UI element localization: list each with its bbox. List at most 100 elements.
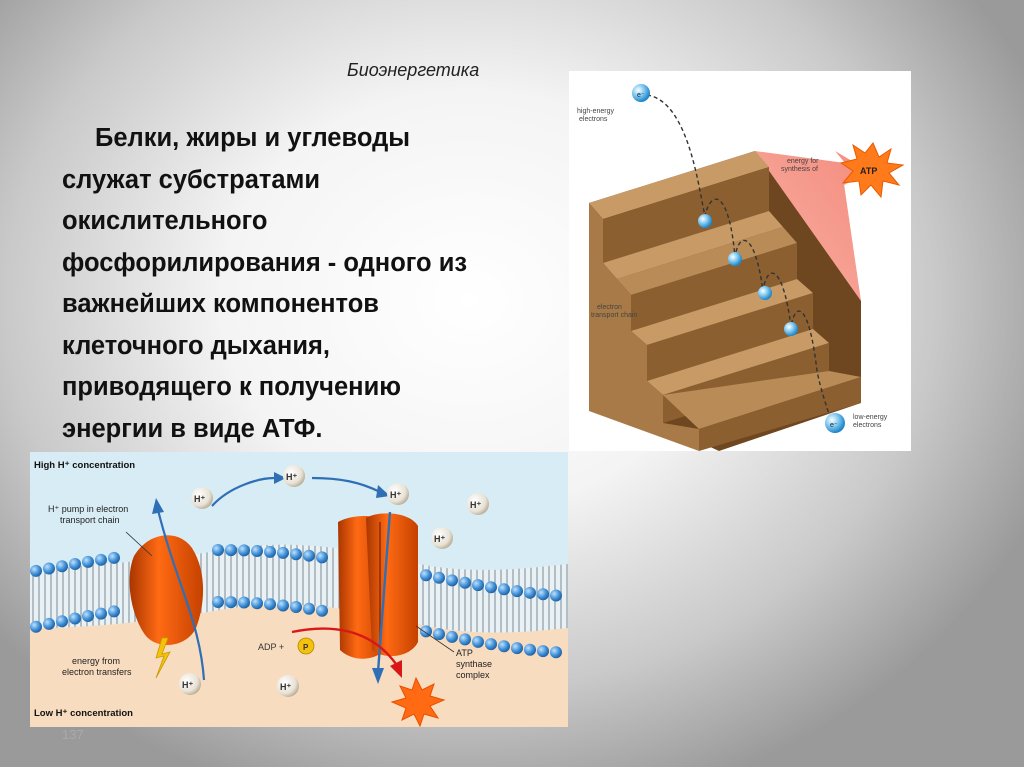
phospholipid-head bbox=[264, 545, 276, 558]
phospholipid-head bbox=[485, 581, 497, 594]
phospholipid-head bbox=[485, 638, 497, 651]
adp-to-atp-arrow bbox=[291, 627, 397, 665]
svg-text:H⁺: H⁺ bbox=[390, 490, 401, 500]
svg-text:e⁻: e⁻ bbox=[830, 422, 838, 429]
phospholipid-head bbox=[69, 612, 81, 625]
synthase-leader-line bbox=[415, 625, 455, 653]
svg-text:H⁺: H⁺ bbox=[470, 500, 481, 510]
h-ion: H⁺ bbox=[277, 675, 299, 697]
staircase bbox=[589, 151, 861, 451]
high-energy-label: high-energy electrons bbox=[577, 108, 616, 123]
phospholipid-head bbox=[511, 585, 523, 598]
phospholipid-head bbox=[459, 576, 471, 589]
body-line: клеточного дыхания, bbox=[62, 331, 330, 360]
electron-staircase-figure: e⁻ e⁻ ATP high-energy electrons energy f… bbox=[569, 71, 911, 451]
body-line: важнейших компонентов bbox=[62, 290, 379, 318]
phospholipid-head bbox=[316, 551, 328, 564]
electron-transport-chain-label: electron transport chain bbox=[591, 304, 637, 319]
lightning-icon bbox=[155, 637, 171, 679]
phospholipid-head bbox=[238, 544, 250, 557]
electron-icon bbox=[728, 252, 742, 266]
atp-synthase-label: ATP synthase complex bbox=[456, 648, 495, 680]
phospholipid-head bbox=[290, 548, 302, 561]
h-ion: H⁺ bbox=[467, 493, 489, 515]
adp-label: ADP + bbox=[258, 642, 284, 652]
electron-icon bbox=[784, 322, 798, 336]
phospholipid-head bbox=[95, 607, 107, 620]
phospholipid-head bbox=[537, 588, 549, 601]
atp-burst-icon bbox=[839, 142, 905, 199]
phospholipid-head bbox=[212, 544, 224, 557]
svg-text:P: P bbox=[303, 643, 309, 652]
body-line: Белки, жиры и углеводы bbox=[95, 124, 411, 152]
h-ion: H⁺ bbox=[283, 465, 305, 487]
phospholipid-head bbox=[446, 574, 458, 587]
phospholipid-head bbox=[69, 558, 81, 571]
low-concentration-label: Low H⁺ concentration bbox=[34, 708, 133, 719]
phosphate-icon bbox=[297, 637, 315, 655]
phospholipid-head bbox=[251, 597, 263, 610]
body-line: приводящего к получению bbox=[62, 373, 402, 401]
phospholipid-head bbox=[43, 562, 55, 575]
high-concentration-label: High H⁺ concentration bbox=[34, 460, 135, 471]
phospholipid-head bbox=[277, 546, 289, 559]
slide-body-text: Белки, жиры и углеводы служат субстратам… bbox=[62, 118, 552, 450]
phospholipid-head bbox=[212, 596, 224, 609]
svg-text:H⁺: H⁺ bbox=[194, 494, 205, 504]
phospholipid-head bbox=[498, 583, 510, 596]
phospholipid-head bbox=[95, 553, 107, 566]
phospholipid-head bbox=[537, 645, 549, 658]
phospholipid-head bbox=[446, 630, 458, 643]
body-line: служат субстратами bbox=[62, 165, 321, 194]
phospholipid-head bbox=[550, 589, 562, 602]
high-energy-electron-icon bbox=[632, 84, 650, 102]
membrane-svg: H⁺ H⁺ H⁺ H⁺ H⁺ H⁺ bbox=[30, 452, 568, 728]
atp-synthase-right bbox=[366, 513, 418, 657]
phospholipid-head bbox=[43, 617, 55, 630]
proton-pump-protein bbox=[129, 535, 204, 646]
h-flow-arrow bbox=[311, 476, 381, 493]
h-ion: H⁺ bbox=[387, 483, 409, 505]
h-ion: H⁺ bbox=[431, 527, 453, 549]
phospholipid-head bbox=[82, 610, 94, 623]
svg-text:H⁺: H⁺ bbox=[286, 472, 297, 482]
h-pump-arrow bbox=[156, 509, 206, 681]
phospholipid-head bbox=[498, 640, 510, 653]
h-ion: H⁺ bbox=[179, 673, 201, 695]
body-line: окислительного bbox=[62, 207, 268, 235]
phospholipid-head bbox=[108, 605, 120, 618]
h-flow-arrow bbox=[211, 476, 275, 507]
low-energy-electron-icon bbox=[825, 413, 845, 433]
phospholipid-heads bbox=[30, 544, 562, 659]
phospholipid-head bbox=[433, 571, 445, 584]
phospholipid-head bbox=[459, 633, 471, 646]
phospholipid-head bbox=[550, 646, 562, 659]
page-number: 137 bbox=[62, 727, 84, 742]
staircase-svg: e⁻ e⁻ ATP high-energy electrons energy f… bbox=[577, 84, 905, 451]
phospholipid-head bbox=[30, 620, 42, 633]
slide-subtitle: Биоэнергетика bbox=[347, 60, 480, 80]
h-ion: H⁺ bbox=[191, 487, 213, 509]
atp-synthase-membrane-figure: H⁺ H⁺ H⁺ H⁺ H⁺ H⁺ bbox=[30, 452, 568, 728]
pump-label: H⁺ pump in electron transport chain bbox=[48, 504, 131, 525]
phospholipid-head bbox=[433, 628, 445, 641]
phospholipid-head bbox=[511, 642, 523, 655]
phospholipid-head bbox=[56, 560, 68, 573]
svg-text:H⁺: H⁺ bbox=[434, 534, 445, 544]
phospholipid-head bbox=[225, 544, 237, 557]
phospholipid-head bbox=[56, 615, 68, 628]
atp-burst-icon bbox=[390, 676, 446, 728]
phospholipid-head bbox=[251, 545, 263, 558]
phospholipid-head bbox=[524, 586, 536, 599]
energy-synthesis-label: energy for synthesis of bbox=[781, 158, 820, 173]
phospholipid-head bbox=[420, 569, 432, 582]
phospholipid-head bbox=[472, 579, 484, 592]
svg-text:H⁺: H⁺ bbox=[280, 682, 291, 692]
phospholipid-head bbox=[238, 596, 250, 609]
phospholipid-head bbox=[82, 555, 94, 568]
phospholipid-head bbox=[30, 564, 42, 577]
pump-leader-line bbox=[125, 531, 153, 557]
phospholipid-head bbox=[264, 598, 276, 611]
phospholipid-head bbox=[316, 604, 328, 617]
low-energy-label: low-energy electrons bbox=[853, 414, 889, 429]
